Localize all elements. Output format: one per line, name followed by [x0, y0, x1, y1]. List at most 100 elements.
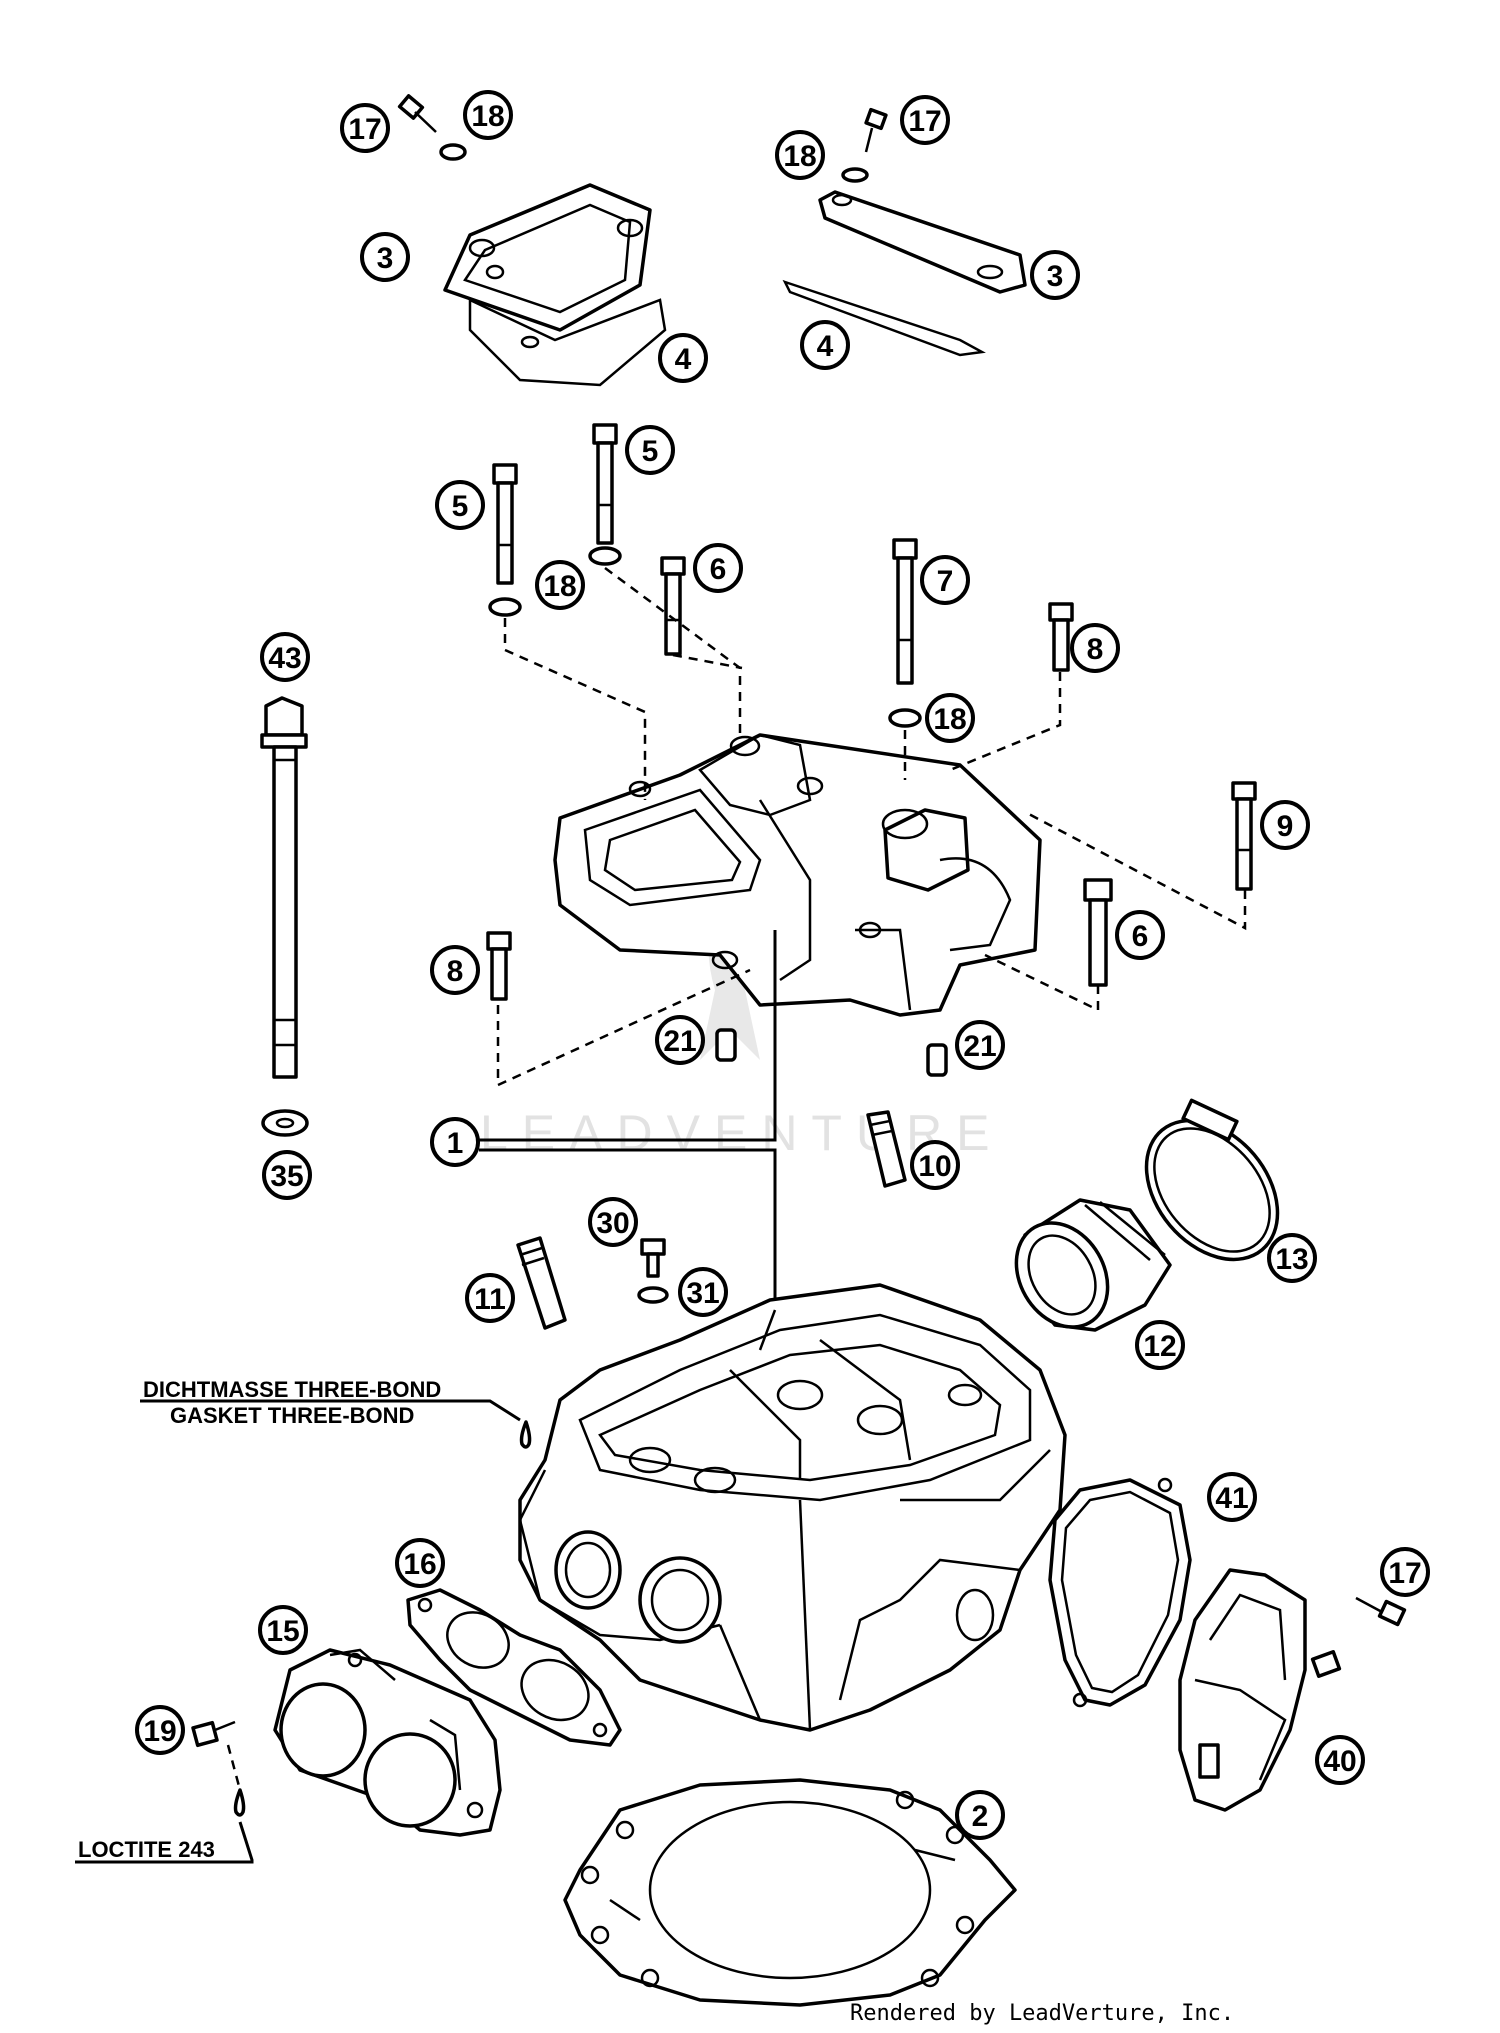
svg-text:10: 10 — [918, 1150, 951, 1183]
callout-2: 2 — [955, 1790, 1005, 1840]
svg-text:18: 18 — [543, 570, 576, 603]
cylinder-head — [518, 1283, 1067, 1732]
svg-text:17: 17 — [1388, 1557, 1421, 1590]
sealant-drop — [519, 1420, 532, 1449]
svg-text:15: 15 — [266, 1615, 299, 1648]
svg-text:11: 11 — [474, 1283, 506, 1316]
callout-8b: 8 — [430, 945, 480, 995]
callout-4b: 4 — [800, 320, 850, 370]
credit-text: Rendered by LeadVerture, Inc. — [850, 2001, 1234, 2026]
callout-7: 7 — [920, 555, 970, 605]
callout-17a: 17 — [340, 103, 390, 153]
dowel-pin-21b — [926, 1043, 948, 1077]
dowel-pin-21a — [715, 1028, 737, 1062]
svg-text:4: 4 — [675, 343, 692, 376]
callout-6b: 6 — [1115, 910, 1165, 960]
bolt-19 — [191, 1720, 236, 1748]
callout-3a: 3 — [360, 232, 410, 282]
callout-31: 31 — [678, 1267, 728, 1317]
bolt-17b — [864, 107, 888, 153]
intake-flange-15 — [273, 1648, 502, 1837]
callout-18c: 18 — [535, 560, 585, 610]
callout-13: 13 — [1267, 1233, 1317, 1283]
callout-10: 10 — [910, 1140, 960, 1190]
callout-15: 15 — [258, 1605, 308, 1655]
callout-12: 12 — [1135, 1320, 1185, 1370]
washer-31 — [637, 1286, 669, 1304]
callout-35: 35 — [262, 1150, 312, 1200]
callout-41: 41 — [1207, 1472, 1257, 1522]
svg-text:8: 8 — [447, 955, 464, 988]
callout-1: 1 — [430, 1117, 480, 1167]
svg-text:5: 5 — [452, 490, 469, 523]
svg-text:3: 3 — [1047, 260, 1064, 293]
valve-cover-gasket-right — [782, 279, 986, 357]
note-dichtmasse: DICHTMASSE THREE-BOND — [143, 1377, 441, 1402]
callout-5a: 5 — [435, 480, 485, 530]
washer-18b — [841, 167, 869, 183]
bolt-7 — [892, 538, 918, 685]
svg-text:4: 4 — [817, 330, 834, 363]
svg-text:18: 18 — [933, 703, 966, 736]
head-gasket-2 — [563, 1778, 1017, 2007]
bolt-8b — [486, 931, 512, 1001]
washer-35 — [261, 1109, 309, 1137]
callout-5b: 5 — [625, 425, 675, 475]
svg-text:1: 1 — [447, 1127, 464, 1160]
valve-cover-right — [818, 190, 1027, 294]
bolt-5a — [492, 463, 518, 585]
callout-3b: 3 — [1030, 250, 1080, 300]
svg-text:21: 21 — [963, 1030, 996, 1063]
svg-text:6: 6 — [1132, 920, 1149, 953]
svg-text:12: 12 — [1143, 1330, 1176, 1363]
svg-text:43: 43 — [268, 642, 301, 675]
loctite-leader — [75, 1821, 254, 1864]
screw-30 — [640, 1238, 666, 1278]
threadlocker-drop — [233, 1788, 246, 1817]
bolt-17c — [1355, 1596, 1407, 1627]
stud-bolt-43 — [260, 696, 308, 1079]
callout-17b: 17 — [900, 95, 950, 145]
note-gasket: GASKET THREE-BOND — [170, 1403, 414, 1428]
bolt-9 — [1231, 781, 1257, 891]
valve-guide-10 — [866, 1110, 907, 1188]
svg-text:3: 3 — [377, 242, 394, 275]
svg-text:13: 13 — [1275, 1243, 1308, 1276]
callout-21b: 21 — [955, 1020, 1005, 1070]
valve-guide-11 — [516, 1236, 567, 1330]
callout-18d: 18 — [925, 693, 975, 743]
svg-text:2: 2 — [972, 1800, 989, 1833]
callout-19: 19 — [135, 1705, 185, 1755]
svg-text:41: 41 — [1215, 1482, 1248, 1515]
bolt-6a — [660, 556, 686, 656]
svg-text:40: 40 — [1323, 1745, 1356, 1778]
svg-text:35: 35 — [270, 1160, 303, 1193]
note-loctite: LOCTITE 243 — [78, 1837, 215, 1862]
callout-21a: 21 — [655, 1015, 705, 1065]
camshaft-carrier — [553, 733, 1042, 1017]
bolt-8a — [1048, 602, 1074, 672]
valve-cover-gasket-left — [468, 298, 667, 387]
svg-text:30: 30 — [596, 1207, 629, 1240]
svg-text:21: 21 — [663, 1025, 696, 1058]
washer-18c2 — [588, 546, 622, 566]
svg-text:8: 8 — [1087, 633, 1104, 666]
svg-text:16: 16 — [403, 1548, 436, 1581]
bolt-19-leader — [226, 1744, 242, 1791]
bolt-6b — [1083, 878, 1113, 987]
svg-text:9: 9 — [1277, 810, 1294, 843]
washer-18c — [488, 597, 522, 617]
bolt-5b — [592, 423, 618, 545]
svg-text:6: 6 — [710, 553, 727, 586]
callout-1-leader — [479, 930, 777, 1310]
svg-text:17: 17 — [908, 105, 941, 138]
callout-11: 11 — [465, 1273, 515, 1323]
washer-35-hole — [275, 1117, 295, 1129]
watermark-text: LEADVENTURE — [480, 1105, 1004, 1161]
intake-gasket-16 — [406, 1588, 622, 1747]
callout-4a: 4 — [658, 333, 708, 383]
callout-18b: 18 — [775, 130, 825, 180]
callout-17c: 17 — [1380, 1547, 1430, 1597]
intake-boot-12 — [1014, 1198, 1172, 1332]
